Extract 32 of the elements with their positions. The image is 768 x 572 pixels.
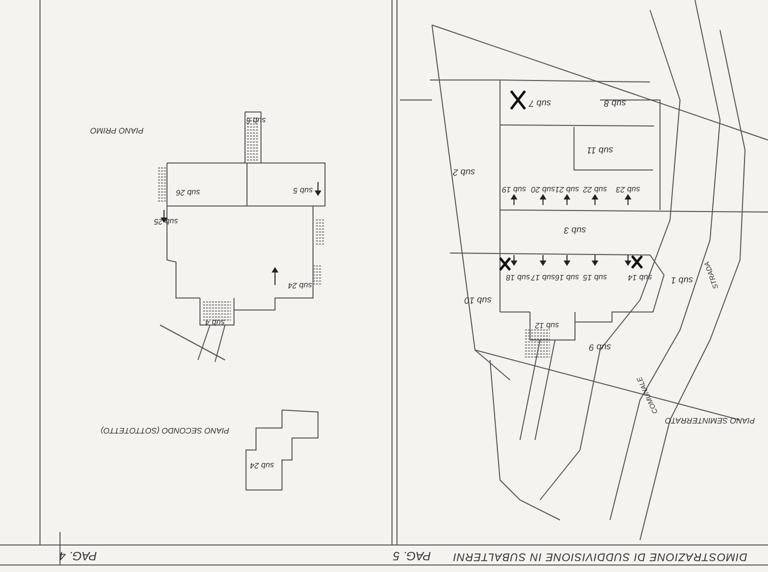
plan-label: sub 14 xyxy=(628,273,652,281)
plan-label: sub 12 xyxy=(534,321,560,329)
plan-label: sub 26 xyxy=(176,188,200,196)
plan-label: sub 7 xyxy=(528,98,552,108)
plan-title: DIMOSTRAZIONE DI SUDDIVISIONE IN SUBALTERNI xyxy=(452,550,748,562)
plan-label: sub 17 xyxy=(530,273,556,281)
plan-label: sub 24 xyxy=(288,281,312,289)
plan-label: sub 6 xyxy=(246,116,266,124)
plan-label: PIANO SEMINTERRATO xyxy=(665,416,755,424)
plan-label: sub 11 xyxy=(586,146,614,154)
plan-label: sub 3 xyxy=(564,226,586,234)
plan-label: sub 15 xyxy=(582,273,608,281)
plan-label: sub 25 xyxy=(154,217,178,225)
plan-label: sub 24 xyxy=(250,461,274,469)
plan-label: sub 20 xyxy=(530,185,556,193)
plan-label: sub 8 xyxy=(604,98,626,108)
plan-label: sub 18 xyxy=(506,273,530,281)
plan-label: sub 2 xyxy=(452,168,476,176)
plan-label: sub 19 xyxy=(502,185,526,193)
plan-label: sub 21 xyxy=(554,185,580,193)
plan-label: sub 16 xyxy=(554,273,580,281)
page-number: PAG. 5 xyxy=(393,550,431,562)
page-number: PAG. 4 xyxy=(59,550,97,562)
plan-label: sub 9 xyxy=(588,342,612,352)
plan-label: sub 22 xyxy=(582,185,608,193)
plan-label: PIANO PRIMO xyxy=(90,126,144,134)
plan-label: sub 5 xyxy=(293,186,313,194)
plan-label: sub 4 xyxy=(205,318,225,326)
plan-label: PIANO SECONDO (SOTTOTETTO) xyxy=(100,426,230,434)
plan-label: sub 1 xyxy=(670,276,694,284)
plan-label: sub 10 xyxy=(464,296,492,304)
plan-label: sub 23 xyxy=(616,185,640,193)
